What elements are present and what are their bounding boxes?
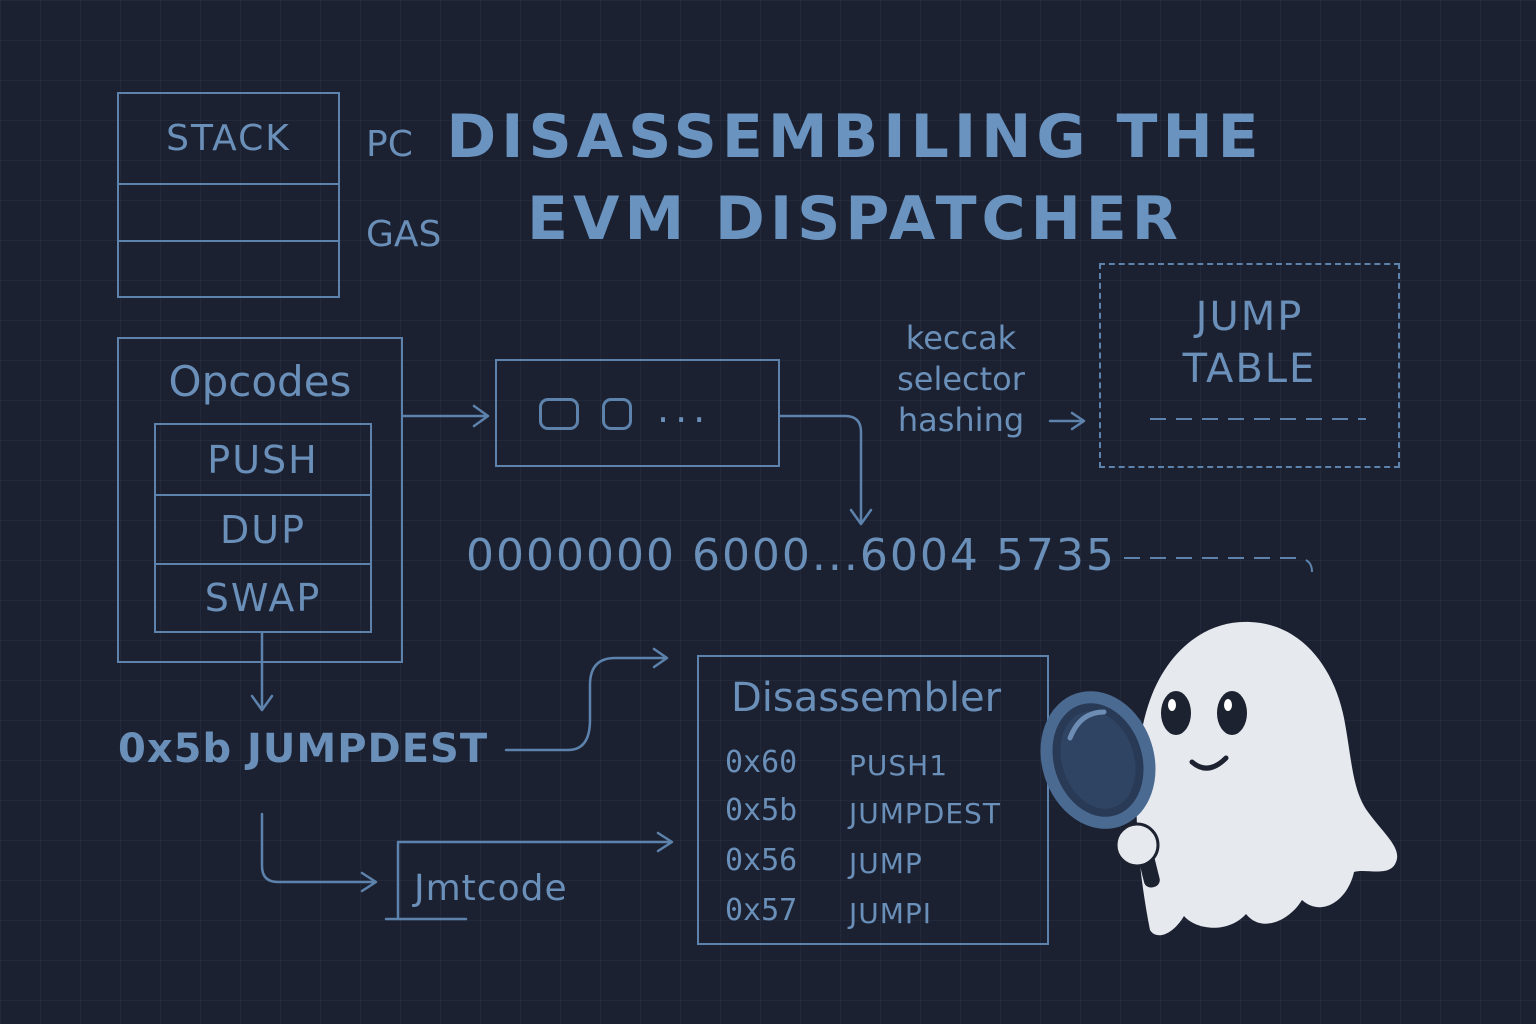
jump-table-line-1: JUMP [1195, 294, 1304, 340]
title-line-2: EVM DISPATCHER [527, 184, 1183, 254]
opcode-dup: DUP [220, 507, 306, 552]
disasm-op: PUSH1 [849, 749, 949, 782]
hashing-line-3: hashing [897, 401, 1025, 439]
title-line-1: DISASSEMBILING THE [446, 102, 1264, 172]
pc-label: PC [366, 124, 413, 165]
opcodes-header: Opcodes [168, 356, 352, 406]
hashing-line-2: selector [897, 360, 1025, 398]
opcode-divider [156, 494, 370, 496]
arrow-jmtcode-to-disasm [396, 831, 674, 920]
bytecode-dashed-link [1124, 557, 1313, 573]
opcodes-box: Opcodes [117, 337, 403, 663]
calldata-box: ... [495, 359, 780, 467]
disasm-addr: 0x57 [725, 893, 798, 928]
opcode-list: PUSH DUP SWAP [154, 423, 372, 633]
gas-label: GAS [366, 214, 442, 255]
stack-label: STACK [166, 118, 291, 159]
disassembler-box: Disassembler 0x60 PUSH1 0x5b JUMPDEST 0x… [697, 655, 1049, 945]
disasm-op: JUMPDEST [849, 797, 1001, 830]
arrow-data-to-bytecode [778, 414, 873, 526]
byte-slot [539, 398, 579, 430]
hashing-label: keccak selector hashing [886, 318, 1036, 441]
opcode-divider [156, 563, 370, 565]
ellipsis-label: ... [657, 387, 712, 431]
bytecode-string: 0000000 6000...6004 5735 [466, 530, 1116, 581]
disasm-op: JUMPI [849, 897, 933, 930]
opcode-push: PUSH [207, 437, 319, 482]
opcode-swap: SWAP [204, 576, 322, 620]
disasm-addr: 0x60 [725, 745, 798, 780]
arrow-jumpdest-to-jmtcode [260, 812, 378, 893]
disassembler-header: Disassembler [731, 675, 1002, 721]
stack-divider [119, 240, 338, 242]
disasm-op: JUMP [849, 847, 923, 880]
arrow-hash-to-table [1048, 411, 1086, 431]
jumpdest-label: 0x5b JUMPDEST [118, 726, 489, 772]
disasm-addr: 0x56 [725, 843, 798, 878]
hashing-line-1: keccak [905, 319, 1017, 357]
byte-slot [602, 398, 632, 430]
magnifying-glass-icon [1040, 691, 1160, 888]
jmtcode-label: Jmtcode [414, 868, 568, 909]
arrow-list-to-jumpdest [250, 631, 274, 712]
ghost-icon [1136, 621, 1398, 936]
disasm-addr: 0x5b [725, 793, 798, 828]
jump-table-box: JUMP TABLE [1099, 263, 1400, 468]
jump-table-line-2: TABLE [1182, 346, 1317, 392]
page-title: DISASSEMBILING THE EVM DISPATCHER [440, 96, 1270, 260]
stack-box: STACK [117, 92, 340, 298]
arrow-opcodes-to-data [401, 404, 490, 428]
arrow-jumpdest-to-disasm [504, 647, 669, 752]
jump-table-label: JUMP TABLE [1101, 291, 1398, 395]
stack-divider [119, 183, 338, 185]
